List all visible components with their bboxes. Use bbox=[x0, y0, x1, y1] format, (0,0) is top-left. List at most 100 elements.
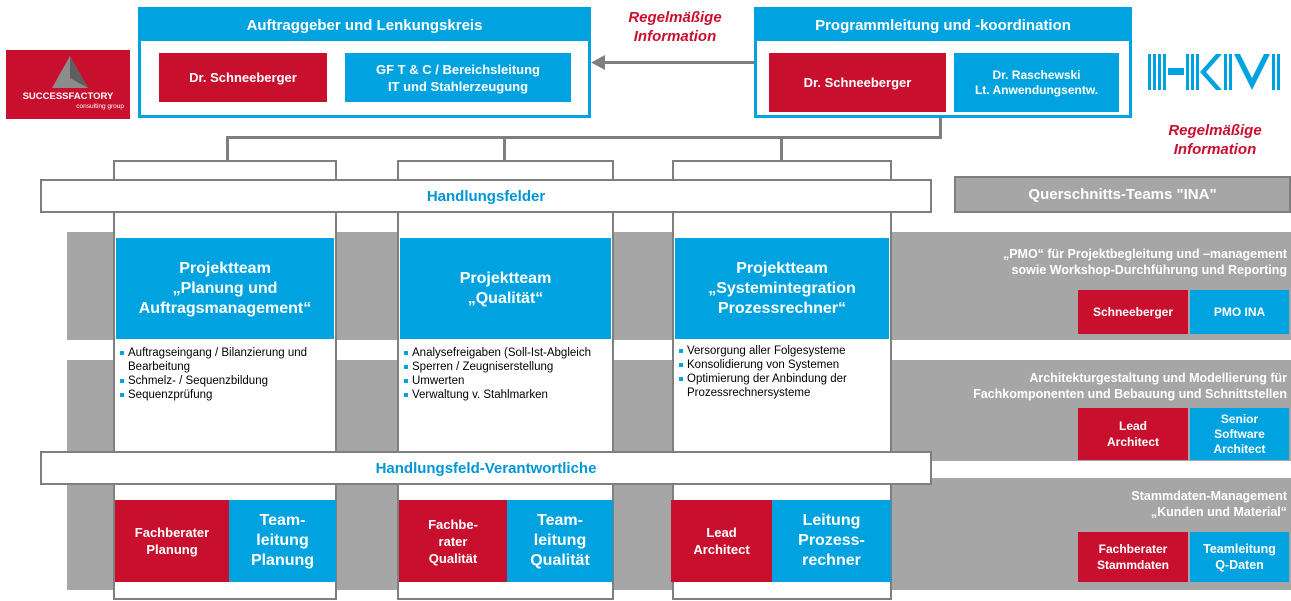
regular-information-top: Regelmäßige Information bbox=[600, 8, 750, 46]
team1-title-line2: „Planung und bbox=[172, 279, 278, 297]
list-item: Schmelz- / Sequenzbildung bbox=[118, 374, 333, 388]
resp2-red-line1: Fachbe- bbox=[428, 516, 478, 532]
handlungsfelder-bar: Handlungsfelder bbox=[40, 179, 932, 213]
resp1-red-line1: Fachberater bbox=[134, 525, 210, 540]
sponsor-member-schneeberger: Dr. Schneeberger bbox=[159, 53, 327, 102]
list-item: Konsolidierung von Systemen bbox=[677, 358, 887, 372]
responsible-lead-quality: Team- leitung Qualität bbox=[507, 500, 613, 582]
info-top-line2: Information bbox=[633, 28, 717, 45]
list-item: Sequenzprüfung bbox=[118, 388, 333, 402]
logo-subtitle: consulting group bbox=[76, 103, 124, 110]
responsible-lead-architect: Lead Architect bbox=[671, 500, 772, 582]
cross2-red-line1: Lead bbox=[1118, 419, 1147, 433]
cross-teams-header: Querschnitts-Teams "INA" bbox=[954, 176, 1291, 213]
list-item: Verwaltung v. Stahlmarken bbox=[402, 388, 607, 402]
cross3-line1: Stammdaten-Management bbox=[1131, 489, 1287, 503]
program-member-raschewski-line2: Lt. Anwendungsentw. bbox=[974, 82, 1099, 97]
cross3-red-line2: Stammdaten bbox=[1096, 558, 1170, 572]
program-title: Programmleitung und -koordination bbox=[757, 10, 1129, 41]
cross-pmo-ina: PMO INA bbox=[1190, 290, 1289, 334]
team3-title-line1: Projektteam bbox=[736, 259, 828, 277]
resp2-blue-line2: leitung bbox=[533, 532, 587, 549]
team-title-system-integration: Projektteam „Systemintegration Prozessre… bbox=[675, 238, 889, 339]
info-top-line1: Regelmäßige bbox=[628, 9, 722, 26]
list-item: Sperren / Zeugniserstellung bbox=[402, 360, 607, 374]
cross1-line1: „PMO“ für Projektbegleitung und –managem… bbox=[1002, 247, 1287, 261]
cross3-blue-line1: Teamleitung bbox=[1203, 542, 1276, 556]
connector-drop-1 bbox=[226, 136, 229, 163]
cross3-red-line1: Fachberater bbox=[1098, 542, 1168, 556]
team3-bullets: Versorgung aller Folgesysteme Konsolidie… bbox=[677, 344, 887, 400]
resp2-red-line3: Qualität bbox=[428, 550, 478, 566]
connector-horizontal bbox=[226, 136, 942, 139]
successfactory-logo: SUCCESSFACTORY consulting group bbox=[6, 50, 130, 119]
resp1-red-line2: Planung bbox=[146, 542, 198, 557]
resp3-blue-line2: Prozess- bbox=[798, 532, 865, 549]
sponsor-member-gf-line1: GF T & C / Bereichsleitung bbox=[376, 61, 540, 77]
cross-arch-lead-architect: Lead Architect bbox=[1078, 408, 1188, 460]
team2-title-line1: Projektteam bbox=[459, 269, 552, 287]
cross3-line2: „Kunden und Material“ bbox=[1150, 505, 1287, 519]
team1-title-line3: Auftragsmanagement“ bbox=[138, 299, 312, 317]
resp1-blue-line3: Planung bbox=[250, 552, 315, 569]
list-item: Analysefreigaben (Soll-Ist-Abgleich bbox=[402, 346, 607, 360]
triangle-logo-icon bbox=[52, 56, 88, 88]
info-right-line1: Regelmäßige bbox=[1168, 122, 1262, 139]
sponsor-steering-committee-box: Auftraggeber und Lenkungskreis Dr. Schne… bbox=[138, 7, 591, 118]
resp1-blue-line1: Team- bbox=[259, 512, 306, 529]
responsible-advisor-quality: Fachbe- rater Qualität bbox=[399, 500, 507, 582]
list-item: Umwerten bbox=[402, 374, 607, 388]
info-right-line2: Information bbox=[1173, 141, 1257, 158]
team3-title-line3: Prozessrechner“ bbox=[717, 299, 847, 317]
hkm-logo bbox=[1148, 52, 1280, 92]
info-arrow-line bbox=[602, 61, 754, 64]
program-member-schneeberger: Dr. Schneeberger bbox=[769, 53, 946, 112]
program-management-box: Programmleitung und -koordination Dr. Sc… bbox=[754, 7, 1132, 118]
team-title-quality: Projektteam „Qualität“ bbox=[400, 238, 611, 339]
team2-bullets: Analysefreigaben (Soll-Ist-Abgleich Sper… bbox=[402, 346, 607, 402]
team3-title-line2: „Systemintegration bbox=[708, 279, 856, 297]
team2-title-line2: „Qualität“ bbox=[467, 289, 544, 307]
cross-team-pmo-description: „PMO“ für Projektbegleitung und –managem… bbox=[900, 246, 1287, 278]
resp2-blue-line3: Qualität bbox=[530, 552, 590, 569]
cross2-blue-line2: Software bbox=[1214, 426, 1265, 441]
list-item: Auftragseingang / Bilanzierung und Bearb… bbox=[118, 346, 333, 374]
cross-team-masterdata-description: Stammdaten-Management „Kunden und Materi… bbox=[950, 488, 1287, 520]
responsible-lead-process-computer: Leitung Prozess- rechner bbox=[772, 500, 891, 582]
connector-drop-3 bbox=[780, 136, 783, 163]
team1-bullets: Auftragseingang / Bilanzierung und Bearb… bbox=[118, 346, 333, 402]
cross-arch-senior-architect: Senior Software Architect bbox=[1190, 408, 1289, 460]
sponsor-member-gf: GF T & C / Bereichsleitung IT und Stahle… bbox=[345, 53, 571, 102]
resp2-blue-line1: Team- bbox=[537, 512, 583, 529]
cross1-line2: sowie Workshop-Durchführung und Reportin… bbox=[1011, 263, 1287, 277]
connector-drop-2 bbox=[503, 136, 506, 163]
sponsor-member-gf-line2: IT und Stahlerzeugung bbox=[387, 78, 529, 94]
list-item: Optimierung der Anbindung der Prozessrec… bbox=[677, 372, 887, 400]
resp3-blue-line1: Leitung bbox=[802, 512, 861, 529]
resp3-blue-line3: rechner bbox=[802, 552, 861, 569]
resp3-red-line2: Architect bbox=[693, 542, 750, 557]
resp2-red-line2: rater bbox=[438, 533, 468, 549]
sponsor-title: Auftraggeber und Lenkungskreis bbox=[141, 10, 588, 41]
team1-title-line1: Projektteam bbox=[179, 259, 271, 277]
resp1-blue-line2: leitung bbox=[256, 532, 309, 549]
cross-master-advisor: Fachberater Stammdaten bbox=[1078, 532, 1188, 582]
responsible-advisor-planning: Fachberater Planung bbox=[115, 500, 229, 582]
resp3-red-line1: Lead bbox=[706, 525, 737, 540]
cross2-line1: Architekturgestaltung und Modellierung f… bbox=[1029, 371, 1287, 385]
cross-team-architecture-description: Architekturgestaltung und Modellierung f… bbox=[880, 370, 1287, 402]
cross2-red-line2: Architect bbox=[1106, 435, 1159, 449]
team-title-planning: Projektteam „Planung und Auftragsmanagem… bbox=[116, 238, 334, 339]
logo-name: SUCCESSFACTORY bbox=[22, 91, 114, 102]
cross3-blue-line2: Q-Daten bbox=[1215, 558, 1264, 572]
hkm-logo-icon bbox=[1148, 54, 1280, 90]
program-member-raschewski: Dr. Raschewski Lt. Anwendungsentw. bbox=[954, 53, 1119, 112]
responsibles-bar: Handlungsfeld-Verantwortliche bbox=[40, 451, 932, 485]
regular-information-right: Regelmäßige Information bbox=[1140, 121, 1290, 159]
connector-vertical-main bbox=[939, 118, 942, 138]
list-item: Versorgung aller Folgesysteme bbox=[677, 344, 887, 358]
cross-pmo-schneeberger: Schneeberger bbox=[1078, 290, 1188, 334]
cross2-blue-line1: Senior bbox=[1220, 411, 1259, 426]
cross2-blue-line3: Architect bbox=[1213, 441, 1266, 456]
responsible-lead-planning: Team- leitung Planung bbox=[229, 500, 336, 582]
